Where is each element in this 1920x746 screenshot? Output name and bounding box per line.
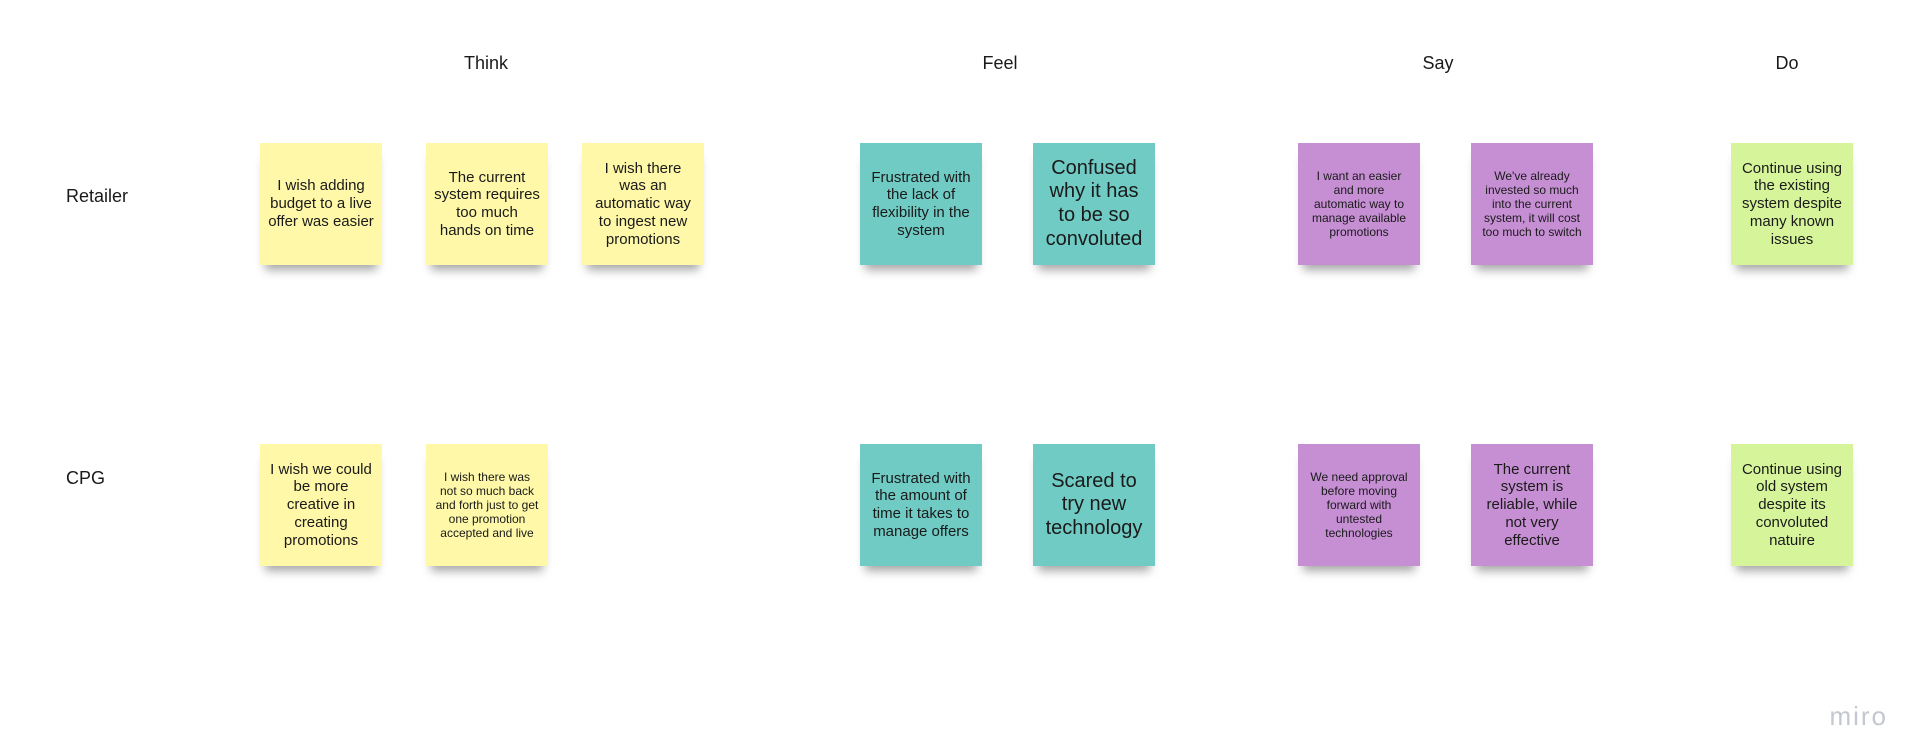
sticky-note-cpg-say-1[interactable]: We need approval before moving forward w… — [1298, 444, 1420, 566]
sticky-note-text: I wish adding budget to a live offer was… — [268, 177, 374, 230]
sticky-note-retailer-say-2[interactable]: We've already invested so much into the … — [1471, 143, 1593, 265]
sticky-note-text: The current system requires too much han… — [434, 168, 540, 239]
sticky-note-text: Continue using the existing system despi… — [1741, 159, 1843, 248]
row-label-retailer: Retailer — [66, 186, 129, 206]
sticky-note-text: The current system is reliable, while no… — [1486, 460, 1578, 549]
sticky-note-retailer-think-2[interactable]: The current system requires too much han… — [426, 143, 548, 265]
sticky-note-cpg-feel-2[interactable]: Scared to try new technology — [1033, 444, 1155, 566]
sticky-note-cpg-say-2[interactable]: The current system is reliable, while no… — [1471, 444, 1593, 566]
column-header-feel: Feel — [982, 53, 1018, 73]
sticky-note-retailer-think-3[interactable]: I wish there was an automatic way to ing… — [582, 143, 704, 265]
column-header-do: Do — [1775, 53, 1799, 73]
miro-logo: miro — [1829, 701, 1888, 731]
sticky-note-cpg-do-1[interactable]: Continue using old system despite its co… — [1731, 444, 1853, 566]
sticky-note-text: Frustrated with the lack of flexibility … — [871, 168, 971, 239]
sticky-note-retailer-say-1[interactable]: I want an easier and more automatic way … — [1298, 143, 1420, 265]
sticky-note-text: Continue using old system despite its co… — [1741, 460, 1843, 549]
sticky-note-text: We've already invested so much into the … — [1482, 168, 1582, 240]
sticky-note-text: I wish we could be more creative in crea… — [270, 460, 372, 549]
sticky-note-retailer-feel-2[interactable]: Confused why it has to be so convoluted — [1033, 143, 1155, 265]
sticky-note-text: Confused why it has to be so convoluted — [1045, 156, 1143, 250]
sticky-note-cpg-think-2[interactable]: I wish there was not so much back and fo… — [426, 444, 548, 566]
column-header-think: Think — [463, 53, 509, 73]
sticky-note-cpg-think-1[interactable]: I wish we could be more creative in crea… — [260, 444, 382, 566]
sticky-note-retailer-feel-1[interactable]: Frustrated with the lack of flexibility … — [860, 143, 982, 265]
sticky-note-retailer-think-1[interactable]: I wish adding budget to a live offer was… — [260, 143, 382, 265]
sticky-note-text: I wish there was not so much back and fo… — [435, 469, 539, 541]
column-header-say: Say — [1422, 53, 1454, 73]
sticky-note-retailer-do-1[interactable]: Continue using the existing system despi… — [1731, 143, 1853, 265]
sticky-note-text: I wish there was an automatic way to ing… — [595, 159, 691, 248]
row-label-cpg: CPG — [66, 468, 106, 488]
sticky-note-cpg-feel-1[interactable]: Frustrated with the amount of time it ta… — [860, 444, 982, 566]
sticky-note-text: We need approval before moving forward w… — [1310, 469, 1408, 541]
sticky-note-text: Scared to try new technology — [1045, 469, 1143, 539]
sticky-note-text: Frustrated with the amount of time it ta… — [871, 469, 971, 540]
sticky-note-text: I want an easier and more automatic way … — [1311, 168, 1407, 240]
